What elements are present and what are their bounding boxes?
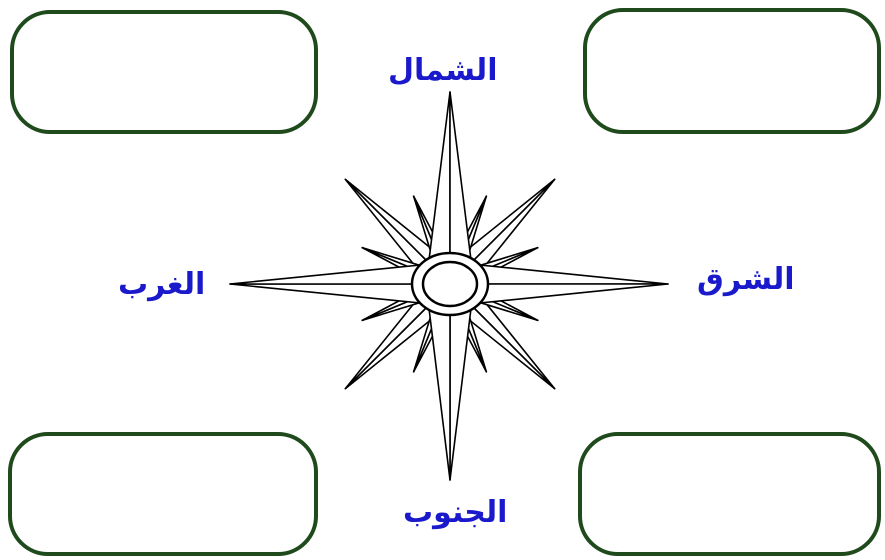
label-west: الغرب: [118, 270, 205, 300]
rose-center: [412, 253, 488, 315]
label-south: الجنوب: [403, 498, 507, 528]
label-east: الشرق: [697, 265, 795, 295]
rose-center-inner-ring: [423, 262, 477, 306]
label-north: الشمال: [388, 56, 497, 86]
